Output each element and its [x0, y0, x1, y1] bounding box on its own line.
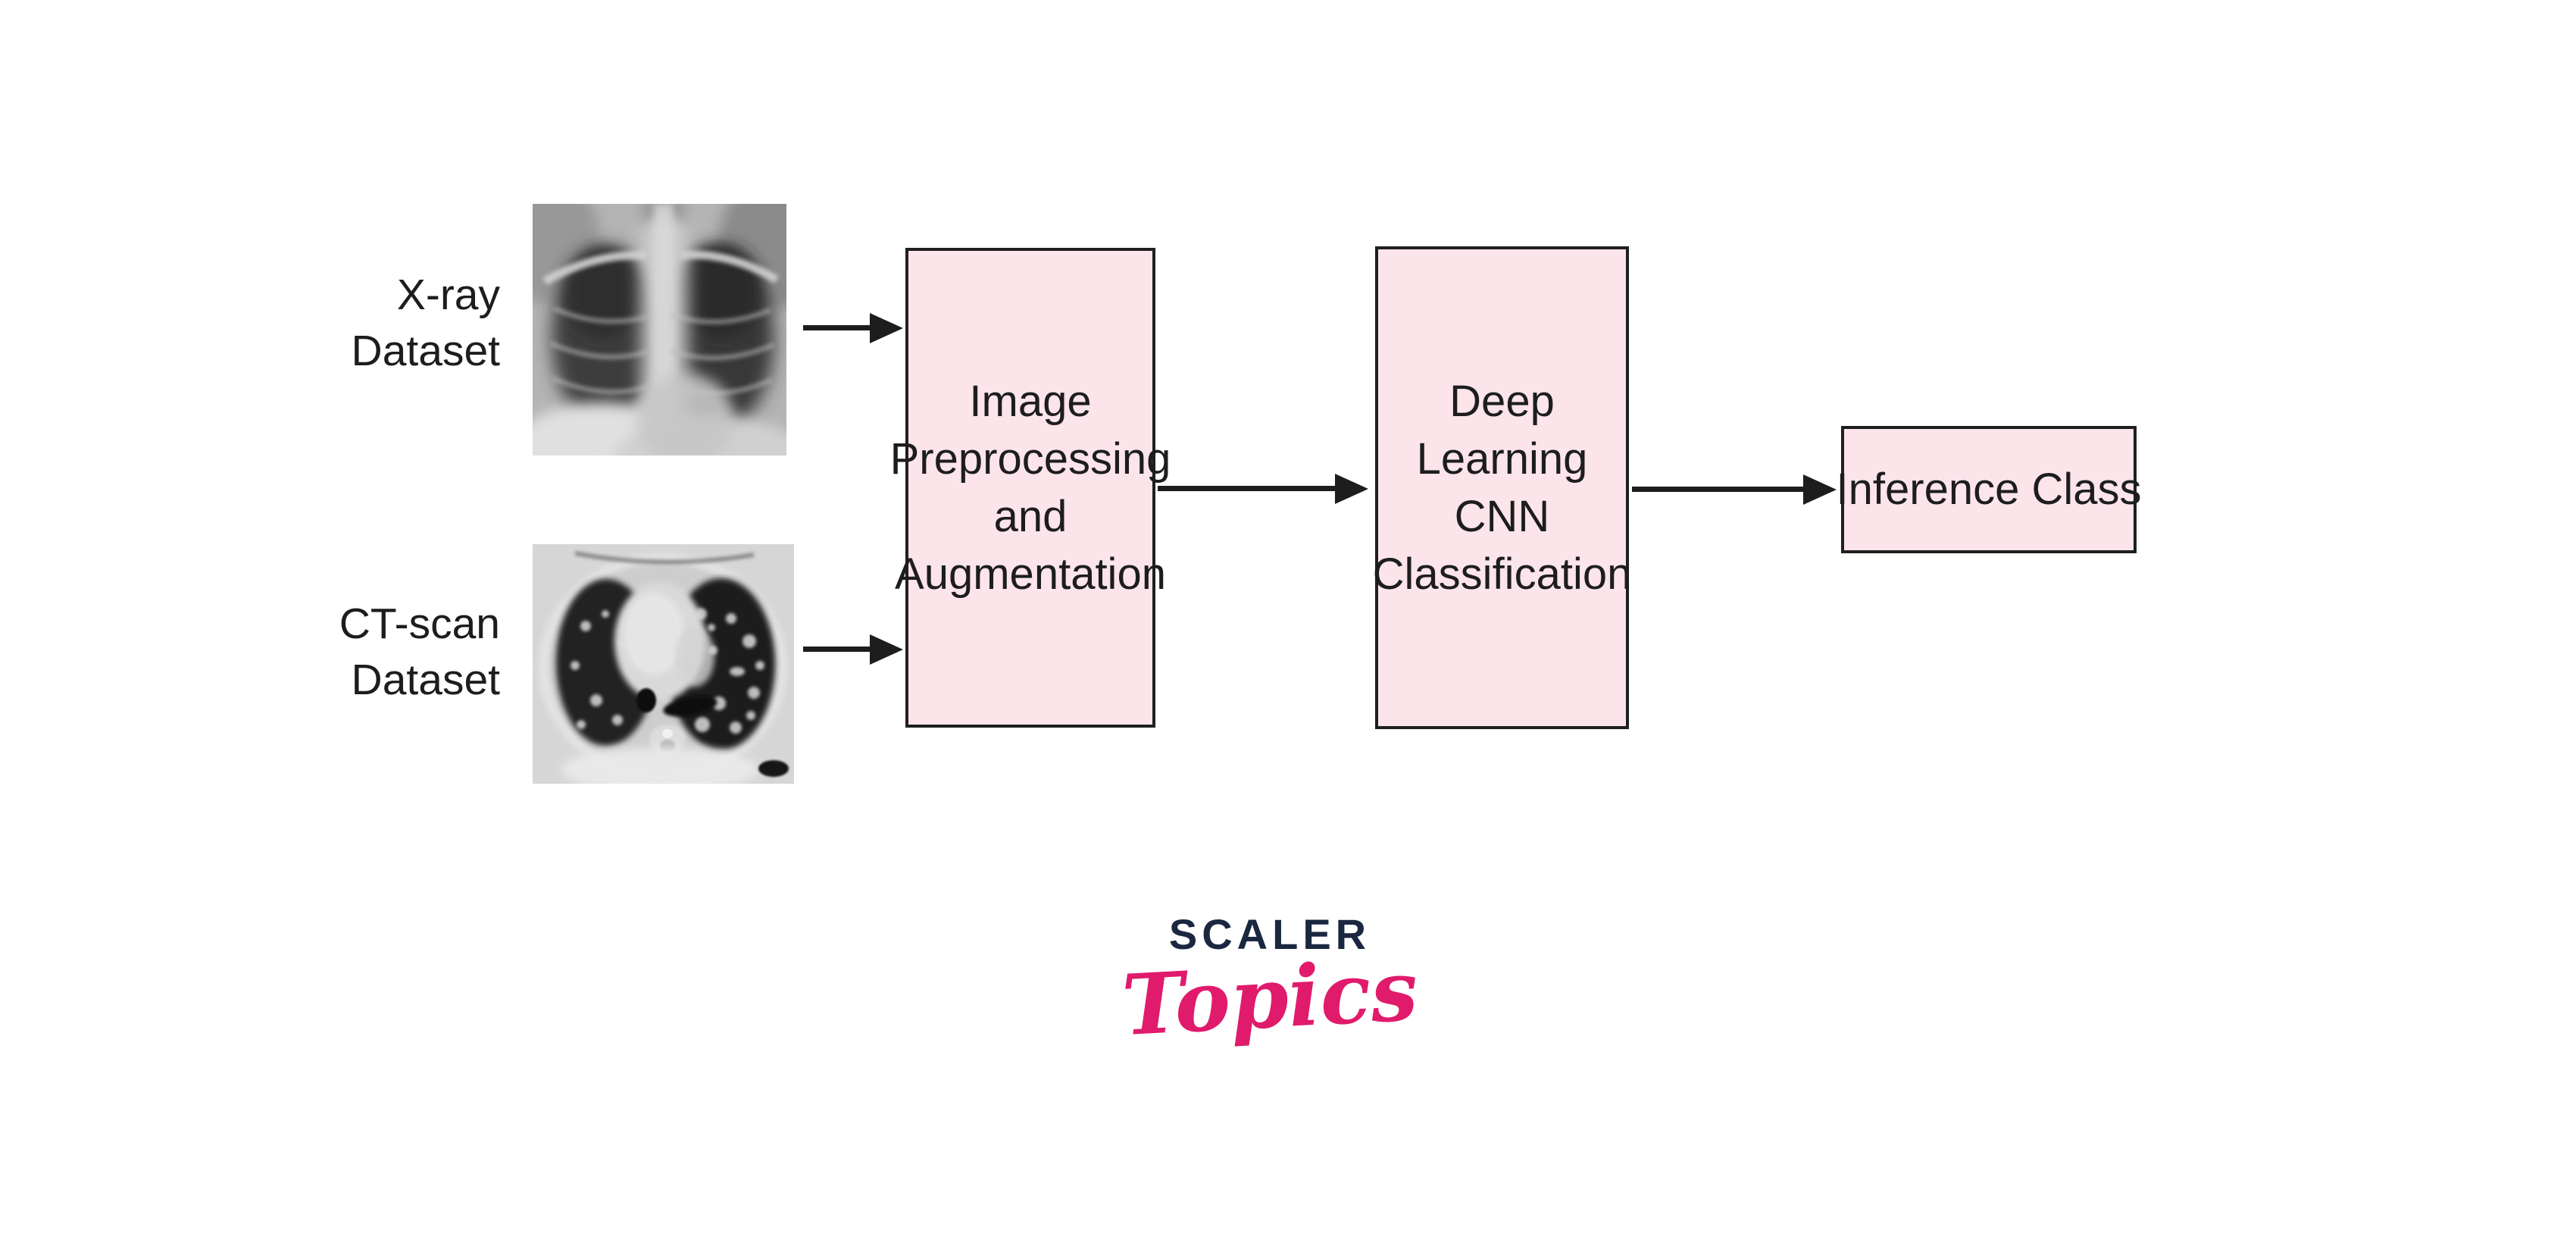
node-line: and [993, 491, 1068, 541]
ct-scan-illustration [533, 544, 794, 784]
node-line: Learning [1416, 434, 1588, 484]
node-image-preprocessing-augmentation: Image Preprocessing and Augmentation [890, 248, 1171, 728]
ct-to-preprocessing-arrow-icon [803, 647, 870, 652]
node-deep-learning-cnn-classification: Deep Learning CNN Classification [1372, 246, 1632, 729]
node-line: Inference Class [1836, 465, 2142, 514]
xray-dataset-label: X-ray Dataset [212, 267, 500, 379]
cnn-to-inference-arrow-icon [1632, 487, 1803, 492]
ct-dataset-label-line2: Dataset [351, 656, 500, 704]
node-line: CNN [1454, 491, 1550, 541]
node-line: Image [969, 376, 1092, 426]
node-inference-class: Inference Class [1837, 426, 2142, 553]
chest-xray-illustration [533, 204, 786, 456]
node-line: Classification [1372, 549, 1632, 599]
xray-to-preprocessing-arrow-icon [803, 325, 870, 330]
preprocessing-to-cnn-arrow-icon [1158, 486, 1335, 491]
xray-dataset-label-line1: X-ray [396, 271, 500, 319]
chest-xray-image [533, 204, 786, 456]
logo-brand-text: SCALER [1168, 910, 1371, 958]
node-line: Deep [1449, 376, 1555, 426]
node-line: Preprocessing [889, 434, 1171, 484]
node-line: Augmentation [895, 549, 1166, 599]
ct-scan-image [533, 544, 794, 784]
ct-dataset-label: CT-scan Dataset [212, 596, 500, 708]
ct-dataset-label-line1: CT-scan [339, 600, 500, 648]
logo-sub-brand-text: Topics [1119, 941, 1421, 1054]
xray-dataset-label-line2: Dataset [351, 327, 500, 375]
scaler-topics-logo: SCALER Topics [1103, 910, 1436, 1054]
